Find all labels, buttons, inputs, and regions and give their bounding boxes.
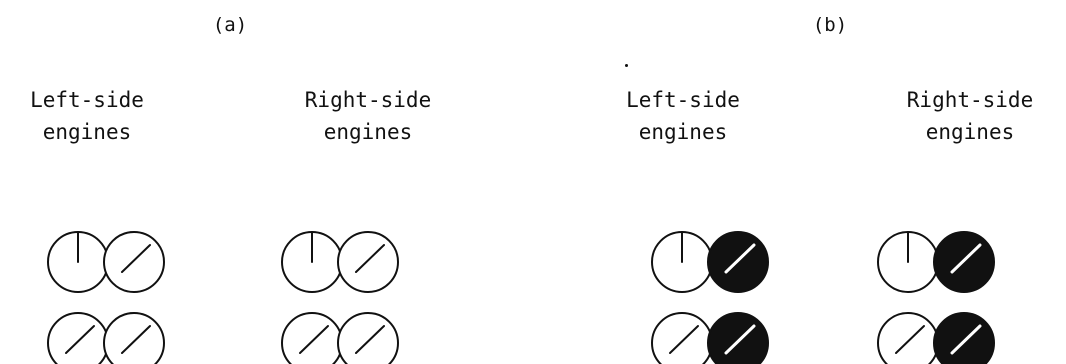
panel-a-label: (a) — [212, 14, 248, 36]
group-label-b-right: Right-side engines — [870, 84, 1066, 148]
dial-gauge — [103, 231, 165, 293]
group-label-a-left: Left-side engines — [0, 84, 187, 148]
panel-b-label: (b) — [812, 14, 848, 36]
dial-gauge-filled — [707, 312, 769, 364]
dial-needle — [355, 325, 385, 354]
dial-gauge — [877, 312, 939, 364]
group-label-line1: Right-side — [304, 88, 432, 112]
dial-gauge — [337, 231, 399, 293]
dial-gauge — [47, 312, 109, 364]
dial-cluster — [651, 231, 769, 364]
group-label-b-left: Left-side engines — [583, 84, 783, 148]
dial-needle — [895, 325, 925, 354]
group-label-line1: Left-side — [626, 88, 740, 112]
dial-gauge — [337, 312, 399, 364]
group-label-line2: engines — [42, 120, 132, 144]
dial-gauge-filled — [933, 312, 995, 364]
dial-needle — [950, 324, 982, 355]
dial-needle — [724, 243, 756, 274]
group-label-line2: engines — [323, 120, 413, 144]
dial-needle — [724, 324, 756, 355]
stray-dot — [625, 64, 628, 67]
group-label-line2: engines — [638, 120, 728, 144]
group-label-line1: Right-side — [906, 88, 1034, 112]
dial-needle — [65, 325, 95, 354]
dial-needle — [299, 325, 329, 354]
dial-needle — [121, 244, 151, 273]
dial-gauge — [651, 312, 713, 364]
dial-needle — [355, 244, 385, 273]
dial-needle — [950, 243, 982, 274]
group-label-line2: engines — [925, 120, 1015, 144]
dial-cluster — [877, 231, 995, 364]
dial-gauge — [103, 312, 165, 364]
group-label-a-right: Right-side engines — [268, 84, 468, 148]
dial-cluster — [281, 231, 399, 364]
group-label-line1: Left-side — [30, 88, 144, 112]
dial-needle — [669, 325, 699, 354]
dial-needle — [121, 325, 151, 354]
dial-gauge — [281, 312, 343, 364]
dial-cluster — [47, 231, 165, 364]
